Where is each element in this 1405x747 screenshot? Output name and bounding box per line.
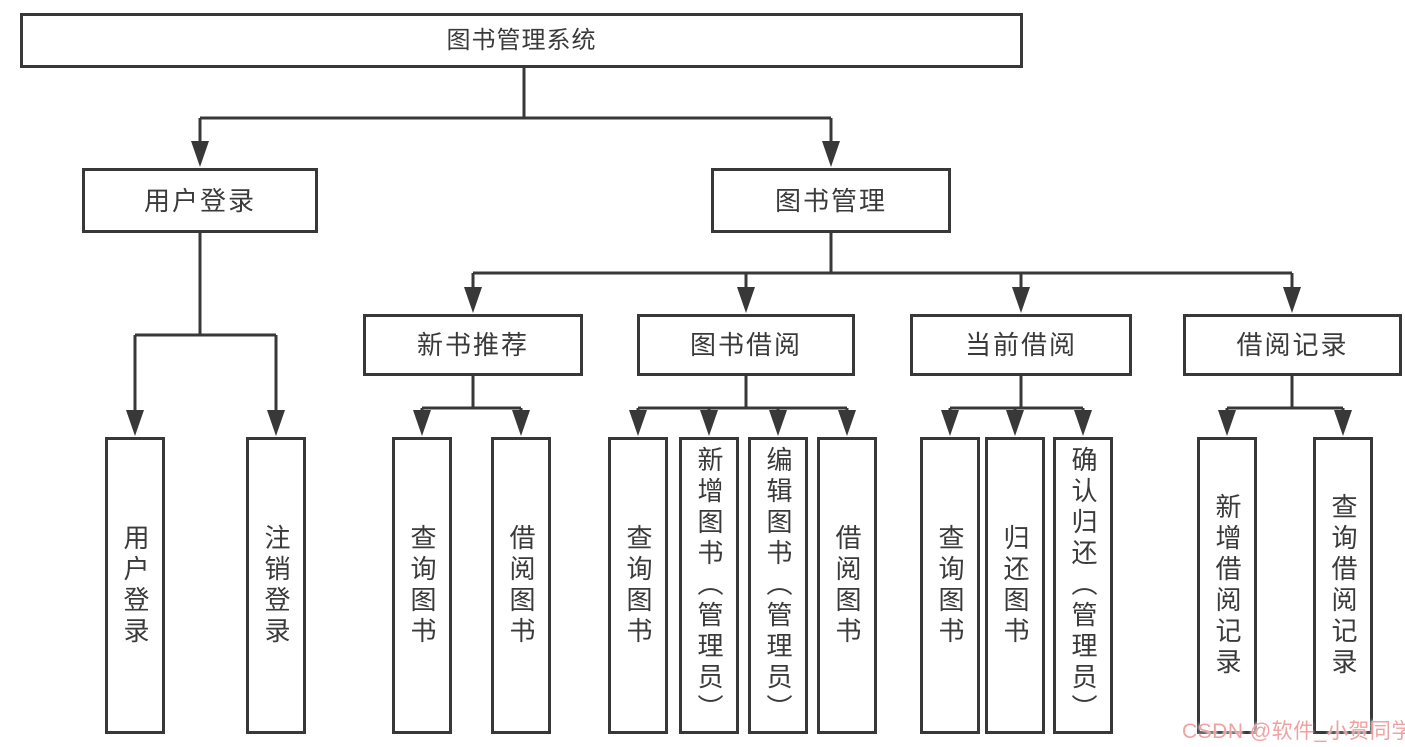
node-leaf-user-login: 用户登录	[105, 437, 165, 734]
node-label: 借阅图书	[832, 523, 862, 648]
node-leaf-logout: 注销登录	[246, 437, 306, 734]
node-leaf-borrow-books-2: 借阅图书	[817, 437, 877, 734]
connector-current-borrowing-branch	[948, 376, 1085, 413]
node-leaf-add-borrow-record: 新增借阅记录	[1197, 437, 1257, 734]
arrowhead	[838, 410, 856, 436]
node-leaf-add-books-admin: 新增图书（管理员）	[679, 437, 739, 734]
arrowhead	[512, 410, 530, 436]
node-new-book-recommend: 新书推荐	[363, 314, 583, 376]
arrowhead	[1006, 410, 1024, 436]
node-label: 注销登录	[261, 523, 291, 648]
node-label: 编辑图书（管理员）	[763, 446, 793, 725]
arrowhead	[1012, 287, 1030, 313]
node-label: 查询借阅记录	[1328, 492, 1358, 679]
arrowhead	[267, 410, 285, 436]
connector-root-branch	[198, 68, 833, 144]
node-label: 查询图书	[407, 523, 437, 648]
connector-user-login-branch	[133, 233, 278, 413]
arrowhead	[191, 141, 209, 167]
node-label: 查询图书	[935, 523, 965, 648]
arrowhead	[126, 410, 144, 436]
node-leaf-edit-books-admin: 编辑图书（管理员）	[748, 437, 808, 734]
node-root: 图书管理系统	[20, 13, 1023, 68]
arrowhead	[1334, 410, 1352, 436]
node-label: 新增借阅记录	[1212, 492, 1242, 679]
arrowhead	[700, 410, 718, 436]
node-leaf-query-borrow-record: 查询借阅记录	[1313, 437, 1373, 734]
node-label: 借阅图书	[506, 523, 536, 648]
node-leaf-borrow-books-1: 借阅图书	[491, 437, 551, 734]
arrowhead	[629, 410, 647, 436]
connector-borrowing-records-branch	[1225, 376, 1345, 413]
arrowhead	[737, 287, 755, 313]
node-book-borrowing: 图书借阅	[637, 314, 855, 376]
arrowhead	[413, 410, 431, 436]
connector-new-book-branch	[420, 376, 523, 413]
arrowhead	[769, 410, 787, 436]
node-leaf-query-books-1: 查询图书	[392, 437, 452, 734]
node-book-management: 图书管理	[711, 168, 951, 233]
node-user-login: 用户登录	[82, 168, 318, 233]
arrowhead	[1218, 410, 1236, 436]
watermark: CSDN @软件_小贺同学	[1182, 720, 1405, 743]
node-leaf-confirm-return-admin: 确认归还（管理员）	[1053, 437, 1113, 734]
connector-book-management-branch	[471, 233, 1294, 290]
arrowhead	[1283, 287, 1301, 313]
node-label: 新增图书（管理员）	[694, 446, 724, 725]
arrowhead	[822, 141, 840, 167]
node-current-borrowing: 当前借阅	[910, 314, 1132, 376]
arrowhead	[1074, 410, 1092, 436]
node-label: 确认归还（管理员）	[1068, 446, 1098, 725]
node-leaf-query-books-2: 查询图书	[608, 437, 668, 734]
arrowheads	[126, 141, 1352, 436]
node-borrowing-records: 借阅记录	[1183, 314, 1402, 376]
arrowhead	[941, 410, 959, 436]
node-leaf-return-books: 归还图书	[985, 437, 1045, 734]
node-label: 归还图书	[1000, 523, 1030, 648]
connector-book-borrowing-branch	[636, 376, 849, 413]
arrowhead	[464, 287, 482, 313]
node-label: 查询图书	[623, 523, 653, 648]
node-leaf-query-books-3: 查询图书	[920, 437, 980, 734]
node-label: 用户登录	[120, 523, 150, 648]
